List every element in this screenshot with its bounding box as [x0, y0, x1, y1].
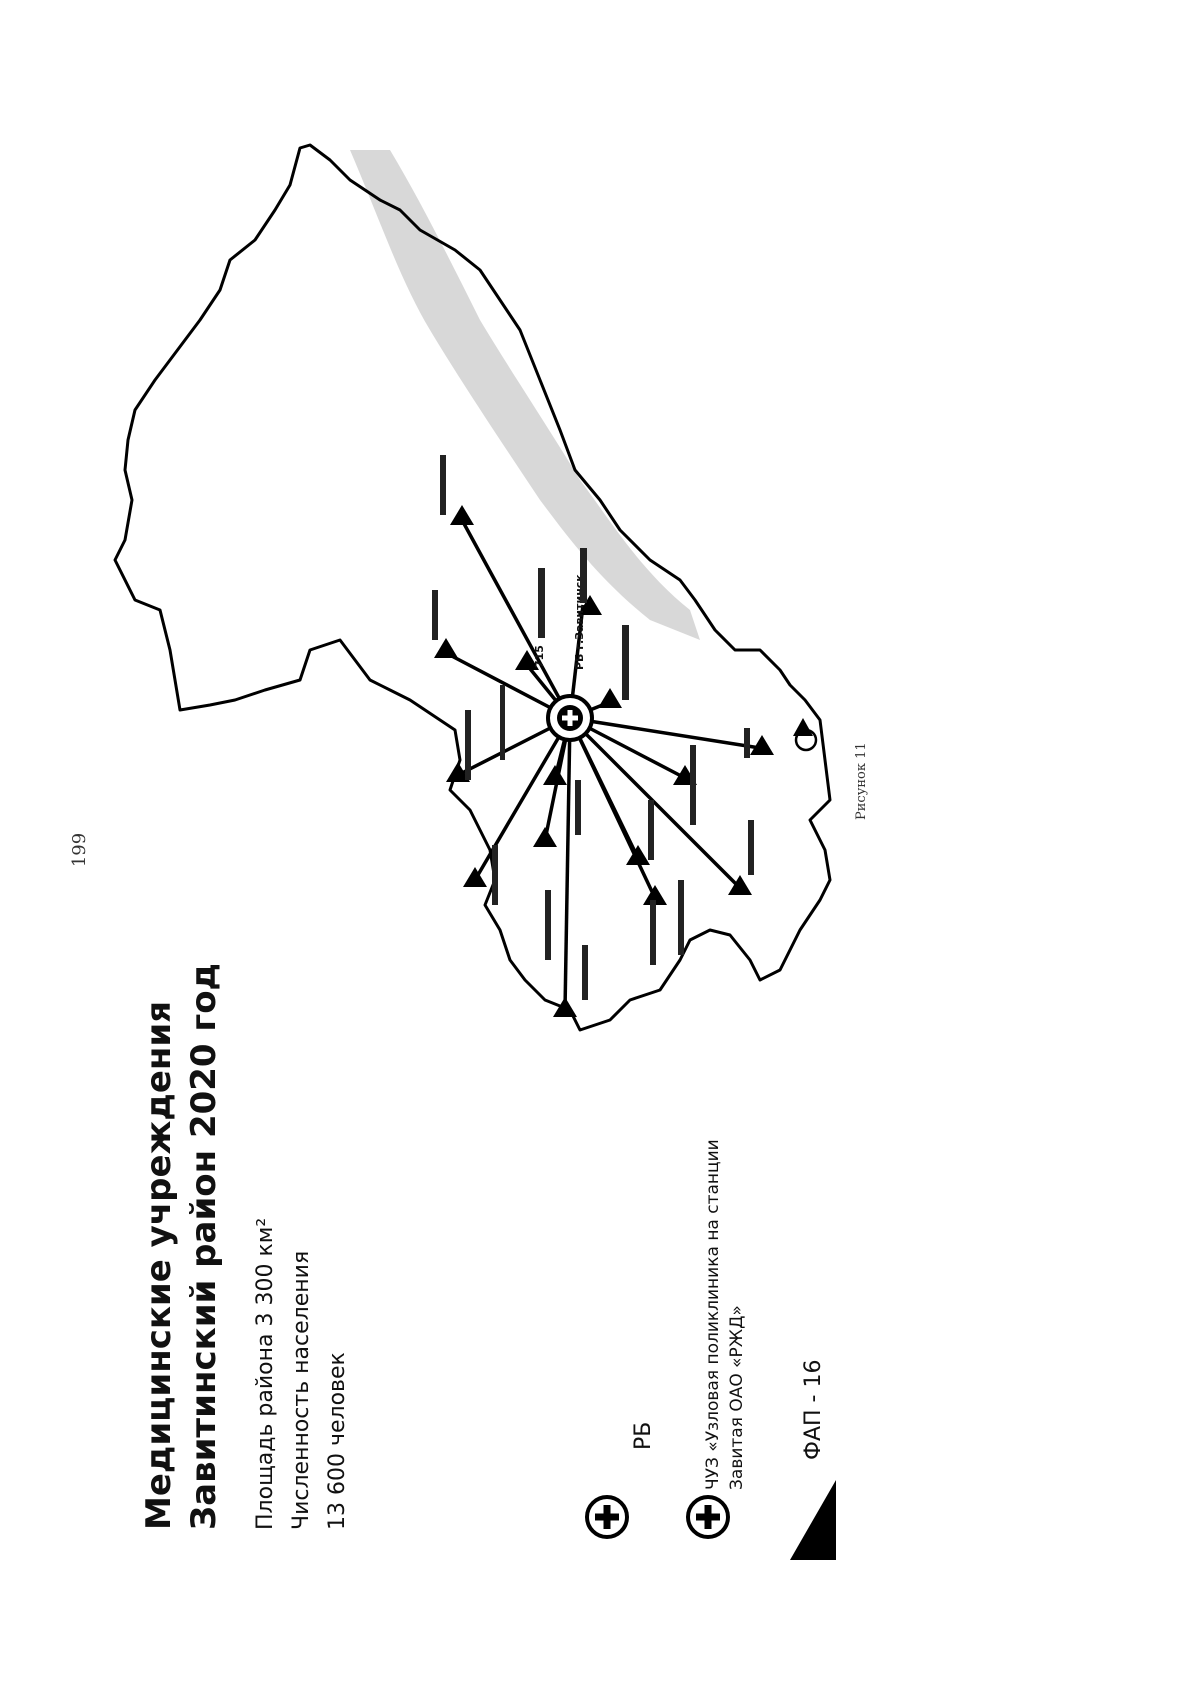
- title-line-2: Завитинский район 2020 год: [184, 963, 224, 1530]
- settlement-label-mark: [545, 890, 551, 960]
- legend-cuz: ЧУЗ «Узловая поликлиника на станции Зави…: [686, 1139, 747, 1539]
- cross-in-circle-icon: [686, 1495, 730, 1539]
- hub-number: 715: [533, 645, 546, 668]
- settlement-label-mark: [690, 745, 696, 825]
- settlement-label-mark: [580, 548, 587, 603]
- fap-marker: [515, 650, 539, 670]
- page-number: 199: [69, 833, 90, 867]
- settlement-label-mark: [465, 710, 471, 780]
- legend-cuz-line-2: Завитая ОАО «РЖД»: [727, 1305, 747, 1490]
- fap-marker: [450, 505, 474, 525]
- fap-marker: [553, 997, 577, 1017]
- fap-marker: [434, 638, 458, 658]
- settlement-label-mark: [575, 780, 581, 835]
- stats-area: Площадь района 3 300 км²: [253, 1218, 278, 1530]
- legend-fap-label: ФАП - 16: [801, 1360, 826, 1460]
- settlement-label-mark: [440, 455, 446, 515]
- hub-cross-in-circle-icon: [546, 694, 594, 742]
- settlement-label-mark: [432, 590, 438, 640]
- legend-rb-label: РБ: [631, 1422, 656, 1450]
- legend-fap: ФАП - 16: [790, 1360, 836, 1560]
- district-map: 715 РБ г.Завитинск: [113, 143, 832, 1032]
- fap-marker: [643, 885, 667, 905]
- stats-population-value: 13 600 человек: [325, 1352, 350, 1530]
- legend-rb: РБ: [585, 1422, 656, 1539]
- fap-marker: [543, 765, 567, 785]
- fap-marker: [626, 845, 650, 865]
- district-outline: [113, 143, 832, 1032]
- settlement-label-mark: [538, 568, 545, 638]
- fap-marker: [463, 867, 487, 887]
- fap-markers: [434, 505, 813, 1017]
- figure-caption: Рисунок 11: [854, 742, 869, 820]
- fap-marker: [533, 827, 557, 847]
- settlement-label-mark: [744, 728, 750, 758]
- settlement-label-mark: [622, 625, 629, 700]
- fap-marker: [728, 875, 752, 895]
- title-line-1: Медицинские учреждения: [139, 1001, 179, 1530]
- fap-marker: [598, 688, 622, 708]
- filled-triangle-icon: [790, 1480, 836, 1560]
- settlement-label-mark: [582, 945, 588, 1000]
- fap-marker: [793, 718, 813, 736]
- settlement-label-mark: [650, 900, 656, 965]
- legend-cuz-line-1: ЧУЗ «Узловая поликлиника на станции: [703, 1139, 723, 1490]
- railway-station-icon: [794, 728, 818, 752]
- stats-population-label: Численность населения: [289, 1251, 314, 1530]
- settlement-label-mark: [500, 685, 505, 760]
- map-border-shading: [350, 150, 700, 640]
- settlement-label-mark: [748, 820, 754, 875]
- settlement-label-mark: [678, 880, 684, 955]
- cross-in-circle-icon: [585, 1495, 629, 1539]
- settlement-label-mark: [492, 845, 498, 905]
- fap-marker: [578, 595, 602, 615]
- fap-marker: [446, 762, 470, 782]
- settlement-labels: [432, 455, 754, 1000]
- settlement-label-mark: [648, 800, 654, 860]
- fap-marker: [750, 735, 774, 755]
